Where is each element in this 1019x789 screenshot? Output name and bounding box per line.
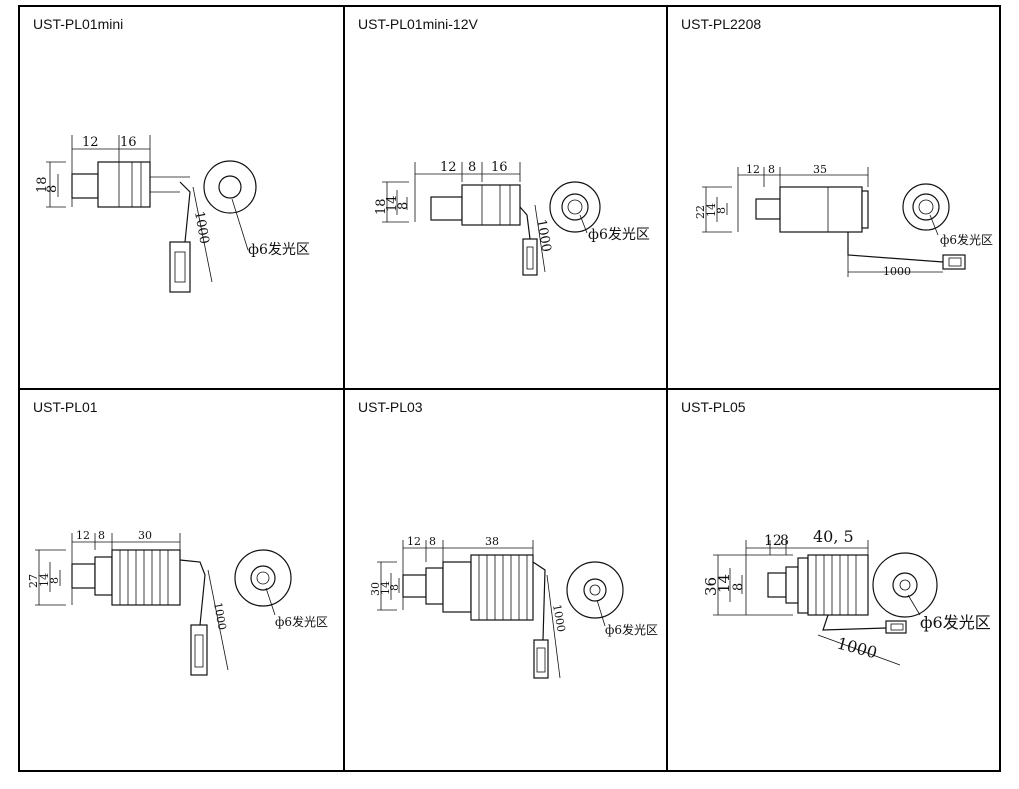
product-cell-ust-pl2208: UST-PL2208 12 8 35 22 14 8: [668, 7, 1001, 388]
dim-h1: 27: [27, 574, 40, 588]
lens-face: [203, 160, 257, 251]
connector: [885, 620, 907, 634]
grid-divider-h: [20, 388, 999, 390]
dim-c: 38: [485, 535, 499, 548]
product-title: UST-PL01mini: [33, 16, 124, 32]
dim-c: 40, 5: [813, 527, 854, 546]
lens-face: [902, 183, 950, 236]
extension-lines: [382, 162, 521, 223]
dim-cable: 1000: [191, 210, 212, 245]
dim-h1: 36: [702, 577, 720, 596]
dimension-drawing: 12 16 18 8 1000: [35, 135, 310, 293]
extension-lines: [46, 135, 151, 208]
dim-h1: 18: [374, 198, 389, 215]
dim-a: 12: [76, 529, 90, 542]
connector: [169, 241, 191, 293]
dimension-drawing: 12 8 16 18 14 8 1000: [374, 160, 650, 276]
dim-h3: 8: [388, 584, 401, 591]
dim-h2: 14: [705, 203, 718, 217]
emitting-area-label: ф6发光区: [248, 242, 310, 258]
dim-c: 16: [491, 160, 508, 175]
dim-h1: 22: [694, 205, 707, 219]
dimension-drawing: 12 8 38 30 14 8: [369, 535, 658, 679]
connector: [522, 238, 538, 276]
sensor-body: [430, 184, 531, 240]
product-cell-ust-pl03: UST-PL03 12 8 38 30 14 8: [345, 390, 666, 772]
dim-h2: 8: [45, 185, 60, 193]
dim-h2: 14: [385, 195, 400, 212]
extension-lines: [713, 540, 869, 616]
product-grid: UST-PL01mini 12 16 18 8: [18, 5, 1001, 772]
dim-h2: 14: [715, 574, 733, 593]
product-cell-ust-pl01mini-12v: UST-PL01mini-12V 12 8 16 18 14 8: [345, 7, 666, 388]
dimension-drawing: 12 8 35 22 14 8 1000: [694, 163, 993, 278]
dim-cable: 1000: [550, 603, 568, 633]
dim-b: 16: [120, 135, 137, 150]
dim-a: 12: [440, 160, 457, 175]
connector: [533, 639, 549, 679]
emitting-area-label: ф6发光区: [605, 622, 658, 637]
lens-face: [566, 561, 624, 627]
dim-a: 12: [82, 135, 99, 150]
dim-cable: 1000: [533, 218, 554, 253]
dim-h1: 30: [369, 582, 382, 596]
dim-a: 12: [764, 533, 782, 549]
lens-face: [549, 181, 601, 234]
lens-face: [234, 549, 292, 616]
sensor-body: [71, 161, 191, 243]
dim-b: 8: [768, 163, 775, 176]
emitting-area-label: ф6发光区: [940, 232, 993, 247]
dim-h3: 8: [731, 583, 746, 591]
dim-h1: 18: [35, 176, 50, 193]
dim-b: 8: [429, 535, 436, 548]
dim-cable: 1000: [883, 265, 911, 278]
dimension-drawing: 12 8 30 27 14 8: [27, 529, 328, 676]
dim-h2: 14: [379, 581, 392, 595]
product-title: UST-PL03: [358, 399, 423, 415]
dim-h3: 8: [715, 207, 728, 214]
product-cell-ust-pl01: UST-PL01 12 8 30 27 14 8: [20, 390, 343, 772]
dim-a: 12: [407, 535, 421, 548]
dim-h2: 14: [38, 573, 51, 587]
dim-cable: 1000: [211, 601, 229, 631]
dim-c: 35: [813, 163, 827, 176]
product-title: UST-PL2208: [681, 16, 762, 32]
emitting-area-label: ф6发光区: [588, 227, 650, 243]
extension-lines: [702, 167, 869, 233]
dimension-drawing: 12 8 40, 5 36 14 8: [702, 527, 991, 666]
dim-b: 8: [780, 533, 789, 549]
sensor-body: [767, 554, 887, 631]
product-cell-ust-pl01mini: UST-PL01mini 12 16 18 8: [20, 7, 343, 388]
sensor-body: [755, 186, 944, 263]
dim-h3: 8: [48, 577, 61, 584]
dim-b: 8: [98, 529, 105, 542]
dim-c: 30: [138, 529, 152, 542]
emitting-area-label: ф6发光区: [920, 613, 991, 632]
product-title: UST-PL01: [33, 399, 98, 415]
dim-h3: 8: [396, 202, 411, 210]
connector: [190, 624, 208, 676]
product-title: UST-PL05: [681, 399, 746, 415]
sensor-body: [402, 554, 546, 641]
lens-face: [872, 552, 938, 618]
dim-cable: 1000: [835, 634, 879, 663]
emitting-area-label: ф6发光区: [275, 614, 328, 629]
product-cell-ust-pl05: UST-PL05 12 8 40, 5 36 14 8: [668, 390, 1001, 772]
connector: [942, 254, 966, 270]
sensor-body: [71, 549, 206, 626]
dim-b: 8: [468, 160, 476, 175]
dim-a: 12: [746, 163, 760, 176]
product-title: UST-PL01mini-12V: [358, 16, 478, 32]
